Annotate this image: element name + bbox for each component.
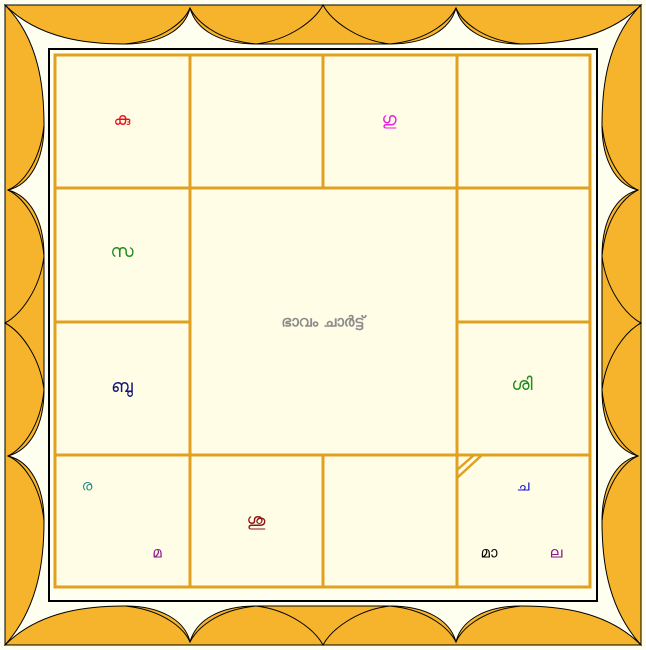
frame-top	[5, 5, 641, 44]
planet-sani: സ	[110, 241, 134, 262]
frame-right	[602, 5, 641, 645]
planet-sukra: ശു	[247, 510, 266, 531]
planet-rahu: ര	[82, 477, 93, 495]
planet-maandi: മാ	[480, 544, 497, 562]
frame-bottom	[5, 606, 641, 645]
planet-guru: ഗു	[381, 109, 397, 130]
planet-kuja: കു	[114, 109, 131, 130]
planet-mandi: മ	[152, 544, 162, 562]
chart-center-title: ഭാവം ചാർട്ട്	[281, 313, 367, 331]
planet-chandra: ച	[517, 477, 530, 495]
planet-budha: ബു	[111, 376, 133, 397]
planet-sikhi: ശി	[511, 374, 532, 395]
planet-lagna: ല	[550, 544, 563, 562]
frame-left	[5, 5, 44, 645]
